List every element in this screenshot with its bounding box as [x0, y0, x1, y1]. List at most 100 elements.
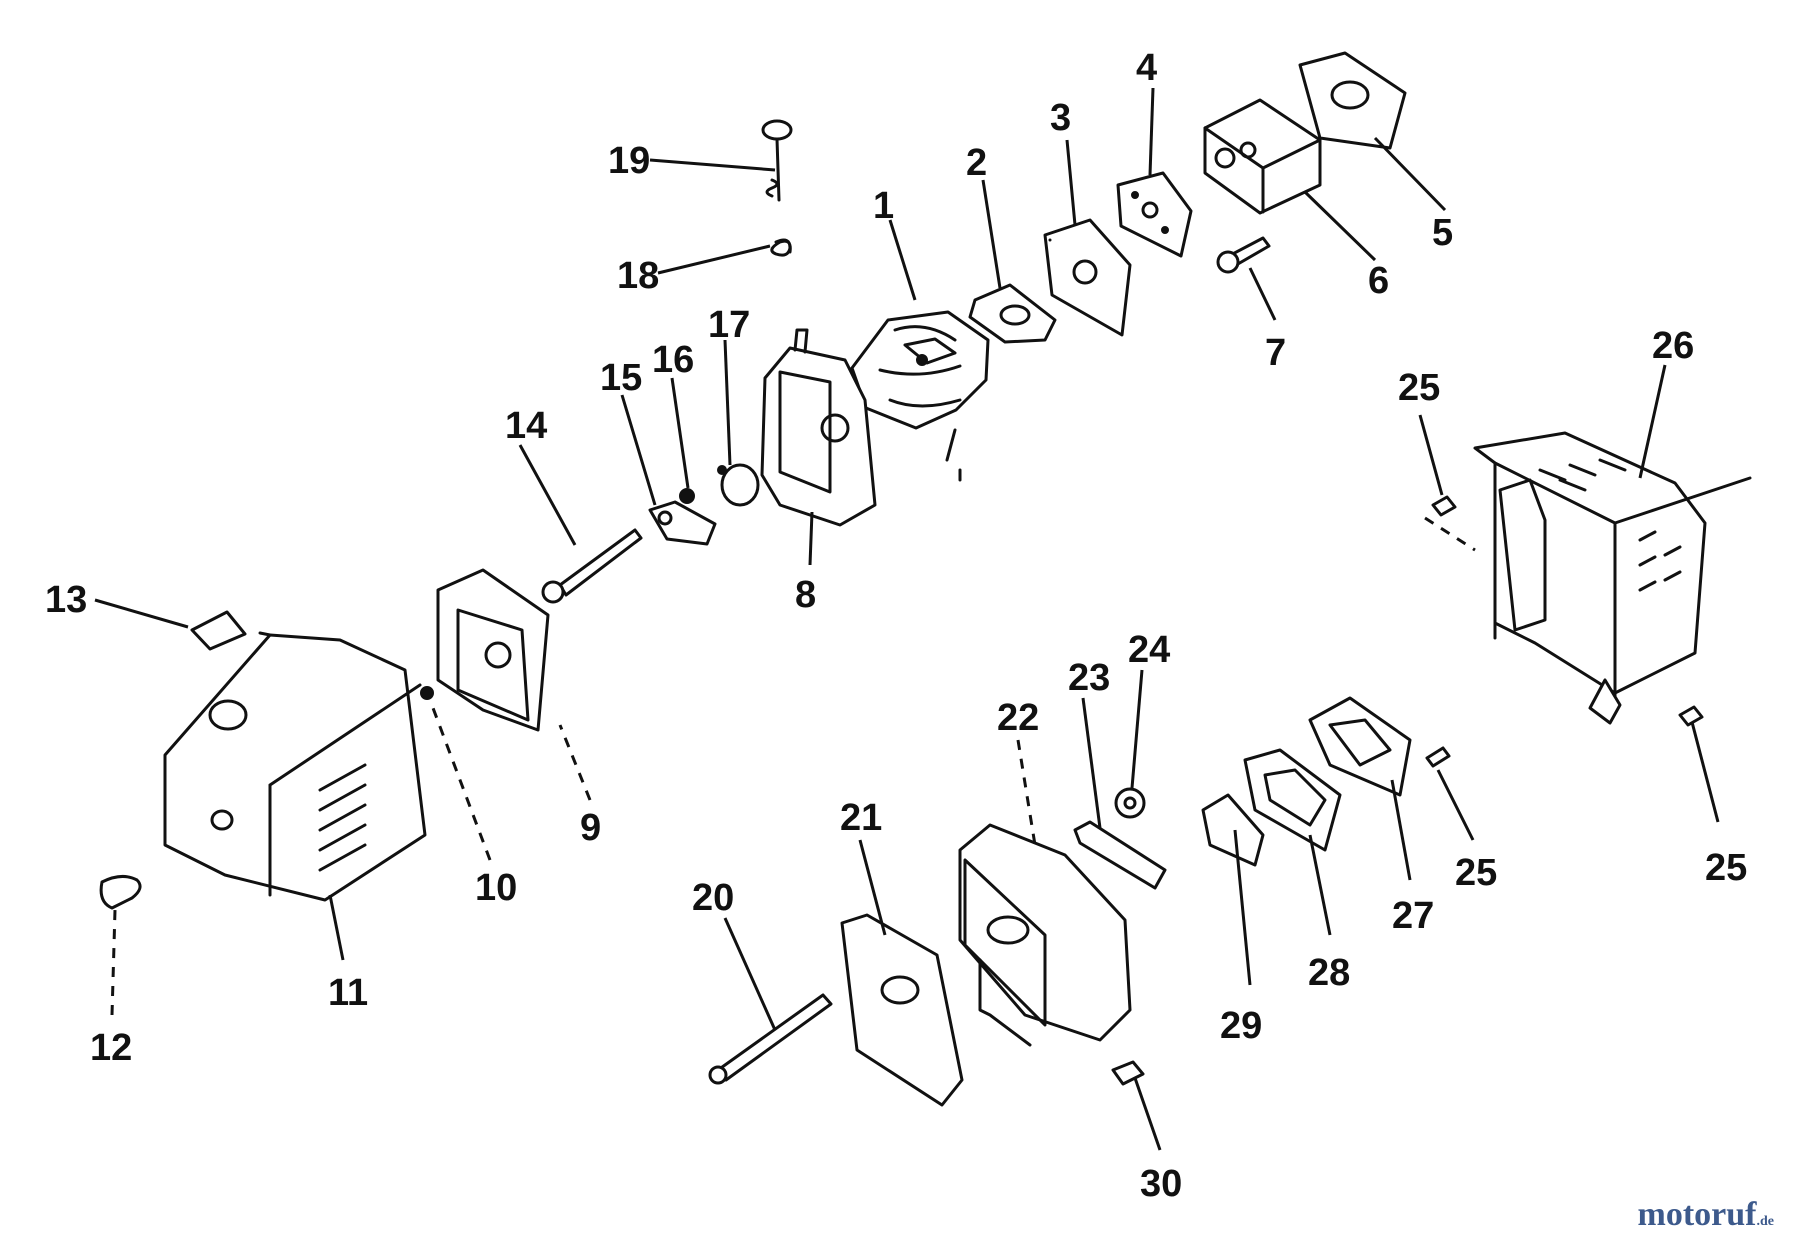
- part-1-carburetor: [850, 310, 990, 482]
- leader-24: [1130, 669, 1144, 789]
- label-18: 18: [617, 255, 659, 297]
- part-17-washer: [717, 463, 760, 507]
- leader-20: [723, 917, 777, 1031]
- part-26-muffler-shield: [1473, 431, 1752, 725]
- watermark-name: motoruf: [1637, 1196, 1757, 1233]
- leader-4: [1148, 87, 1155, 176]
- label-10: 10: [475, 867, 517, 909]
- part-21-gasket: [840, 913, 964, 1107]
- label-8: 8: [795, 574, 816, 616]
- label-16: 16: [652, 339, 694, 381]
- label-6: 6: [1368, 260, 1389, 302]
- leader-22-dash: [1016, 739, 1037, 846]
- leader-18: [657, 244, 771, 275]
- label-29: 29: [1220, 1005, 1262, 1047]
- leader-12-dash: [110, 909, 117, 1016]
- part-2-gasket: [968, 283, 1057, 344]
- part-5-cover-plate: [1298, 51, 1407, 150]
- leader-28: [1308, 834, 1332, 936]
- part-22-muffler: [958, 823, 1132, 1047]
- leader-25a: [1418, 414, 1444, 496]
- label-25a: 25: [1398, 367, 1440, 409]
- leader-11: [328, 894, 345, 961]
- leader-3: [1065, 139, 1077, 226]
- leader-25b: [1436, 769, 1475, 841]
- part-20-bolt: [708, 993, 833, 1085]
- label-3: 3: [1050, 97, 1071, 139]
- part-16-ball: [679, 488, 695, 504]
- part-24-nut: [1114, 787, 1146, 819]
- label-20: 20: [692, 877, 734, 919]
- part-30-screw: [1111, 1060, 1145, 1086]
- part-14-bolt: [541, 528, 643, 604]
- label-21: 21: [840, 797, 882, 839]
- label-9: 9: [580, 807, 601, 849]
- part-10-ball: [420, 686, 434, 700]
- label-13: 13: [45, 579, 87, 621]
- label-2: 2: [966, 142, 987, 184]
- leader-1: [888, 219, 917, 301]
- label-25c: 25: [1705, 847, 1747, 889]
- part-15-bracket: [648, 500, 717, 546]
- leader-25a-dash: [1424, 516, 1476, 552]
- leader-30: [1133, 1077, 1162, 1151]
- leader-16: [670, 377, 690, 489]
- label-22: 22: [997, 697, 1039, 739]
- label-12: 12: [90, 1027, 132, 1069]
- label-19: 19: [608, 140, 650, 182]
- label-7: 7: [1265, 332, 1286, 374]
- part-4-gasket: [1116, 171, 1193, 258]
- part-23-strap: [1073, 820, 1167, 890]
- leader-27: [1390, 779, 1412, 881]
- label-28: 28: [1308, 952, 1350, 994]
- leader-10-dash: [428, 699, 492, 861]
- leader-13: [94, 598, 189, 629]
- label-4: 4: [1136, 47, 1157, 89]
- part-19-choke-knob: [761, 119, 793, 202]
- part-6-filter-housing: [1203, 98, 1322, 215]
- label-5: 5: [1432, 212, 1453, 254]
- leader-19: [649, 158, 776, 172]
- leader-6: [1303, 190, 1377, 262]
- leader-2: [981, 179, 1002, 289]
- leader-14: [518, 444, 577, 546]
- part-29-plate: [1201, 793, 1265, 867]
- part-3-plate: [1043, 218, 1132, 337]
- label-24: 24: [1128, 629, 1170, 671]
- label-30: 30: [1140, 1163, 1182, 1205]
- watermark-tld: .de: [1756, 1214, 1775, 1229]
- label-26: 26: [1652, 325, 1694, 367]
- leader-17: [723, 339, 732, 466]
- leader-25c: [1690, 721, 1720, 823]
- leader-15: [620, 394, 657, 506]
- part-18-spring: [770, 238, 792, 257]
- label-1: 1: [873, 185, 894, 227]
- watermark-logo: motoruf.de: [1638, 1196, 1774, 1234]
- label-14: 14: [505, 405, 547, 447]
- part-9-plate: [436, 568, 550, 732]
- label-25b: 25: [1455, 852, 1497, 894]
- label-11: 11: [328, 972, 368, 1014]
- leader-9-dash: [558, 724, 592, 801]
- part-7-screw: [1216, 236, 1271, 274]
- label-27: 27: [1392, 895, 1434, 937]
- leader-5: [1373, 136, 1447, 212]
- part-8-adapter: [760, 328, 877, 527]
- part-25-screw-c: [1425, 746, 1451, 768]
- part-28-gasket: [1243, 748, 1342, 852]
- leader-23: [1081, 697, 1102, 829]
- leader-8: [808, 511, 814, 566]
- leader-29: [1233, 829, 1252, 986]
- part-11-engine-cover: [163, 631, 427, 902]
- part-13-decal: [190, 610, 247, 651]
- part-25-screw-a: [1431, 495, 1457, 517]
- part-25-screw-b: [1678, 705, 1704, 727]
- part-27-plate: [1308, 696, 1412, 797]
- leader-26: [1638, 364, 1667, 479]
- part-12-knob: [99, 875, 142, 910]
- leader-21: [858, 839, 887, 936]
- label-15: 15: [600, 357, 642, 399]
- leader-7: [1248, 267, 1277, 321]
- label-17: 17: [708, 304, 750, 346]
